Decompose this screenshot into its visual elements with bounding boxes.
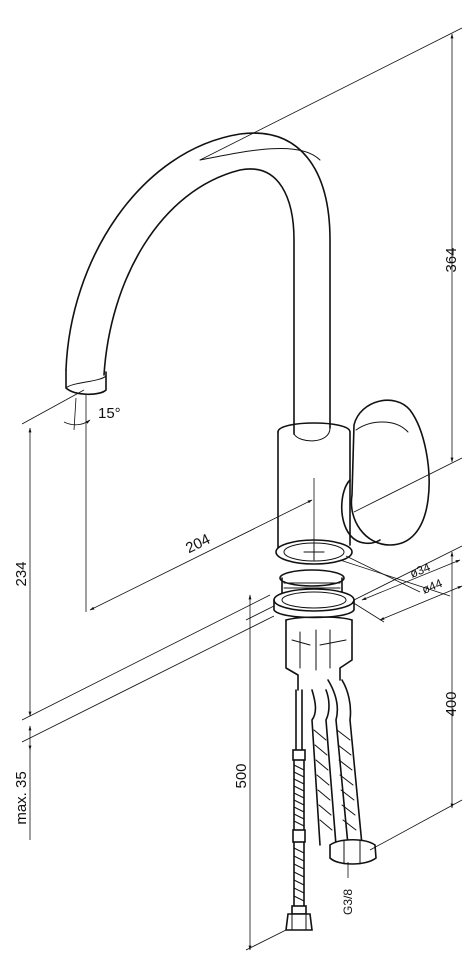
dim-diameters: ø34 ø44 (339, 555, 463, 623)
label-234: 234 (13, 561, 30, 586)
hose-right (311, 679, 377, 865)
dim-spout-angle: 15° (63, 395, 121, 612)
label-g38: G3/8 (341, 889, 355, 915)
label-204: 204 (183, 531, 213, 557)
mounting-nut (285, 616, 353, 691)
hose-left (285, 689, 313, 931)
dim-hose-length: 500 (233, 594, 287, 951)
label-max35: max. 35 (13, 771, 30, 824)
dim-body-to-hose: 400 (353, 545, 463, 851)
label-500: 500 (233, 763, 250, 788)
label-364: 364 (443, 247, 460, 272)
dim-deck-thickness: max. 35 (13, 615, 275, 840)
lever-handle (340, 399, 430, 546)
aerator-tip (65, 369, 107, 396)
label-15deg: 15° (98, 405, 121, 422)
thread-callout: G3/8 (341, 862, 355, 915)
label-400: 400 (443, 691, 460, 716)
label-d44: ø44 (420, 576, 445, 597)
mounting-thread (273, 569, 355, 619)
spout (65, 132, 331, 435)
dim-spout-height: 234 (13, 389, 271, 721)
dim-height-total: 364 (199, 27, 463, 513)
label-d34: ø34 (408, 560, 433, 581)
